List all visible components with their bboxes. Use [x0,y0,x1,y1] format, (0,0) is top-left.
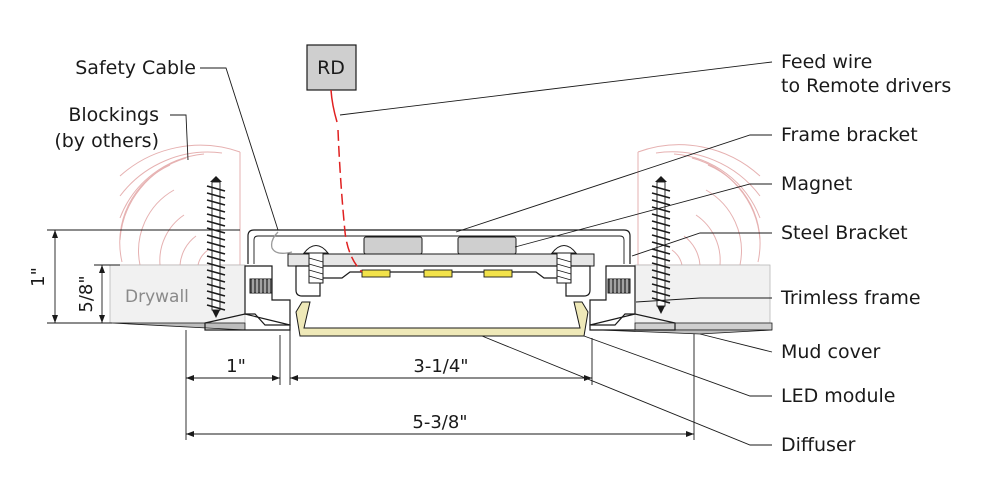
label-led-module: LED module [781,385,895,407]
mud-cover-left [111,322,246,331]
label-trimless-frame: Trimless frame [780,287,921,309]
label-magnet: Magnet [781,173,852,195]
drywall-label: Drywall [125,287,189,307]
label-steel-bracket: Steel Bracket [781,222,908,244]
bolt-icon [249,278,273,294]
safety-cable [270,231,293,254]
dim-height-total: 1" [28,267,49,287]
mud-cover-right-band [634,322,773,331]
label-safety-cable: Safety Cable [75,57,196,79]
diffuser [295,301,589,337]
label-blockings: Blockings [68,104,159,126]
dim-height-drywall: 5/8" [76,275,97,312]
label-feed-wire: Feed wire [781,51,872,73]
magnet-right [457,236,517,255]
label-frame-bracket: Frame bracket [781,124,918,146]
led-chip-2 [423,269,453,278]
bolt-icon [607,278,631,294]
frame-bracket [247,229,631,264]
led-chip-3 [483,269,513,278]
label-diffuser: Diffuser [781,434,856,456]
label-feed-wire-sub: to Remote drivers [781,75,951,97]
trimless-flange-left [204,313,291,331]
trimless-flange-right [589,313,676,331]
frame-bracket-inner [253,235,625,264]
label-blockings-sub: (by others) [54,130,159,152]
feed-wire-top [330,89,338,123]
remote-driver-label: RD [317,57,345,79]
label-mud-cover: Mud cover [781,341,881,363]
dim-aperture-width: 3-1/4" [413,356,468,377]
remote-driver-box [306,44,357,91]
drywall-right [634,264,771,324]
blocking-left [119,144,241,266]
screw-icon [206,176,226,318]
blocking-right [637,144,761,266]
led-chip-1 [361,269,391,278]
bolt-icon [550,245,578,284]
magnet-left [363,236,423,255]
bolt-icon [302,245,330,284]
led-housing [295,265,591,297]
dimension-lines [47,229,695,440]
leader-lines [170,61,773,446]
feed-wire-bottom [337,129,363,273]
dim-overall-width: 5-3/8" [412,412,467,433]
steel-bracket [287,253,595,267]
dim-flange-width: 1" [226,356,246,377]
